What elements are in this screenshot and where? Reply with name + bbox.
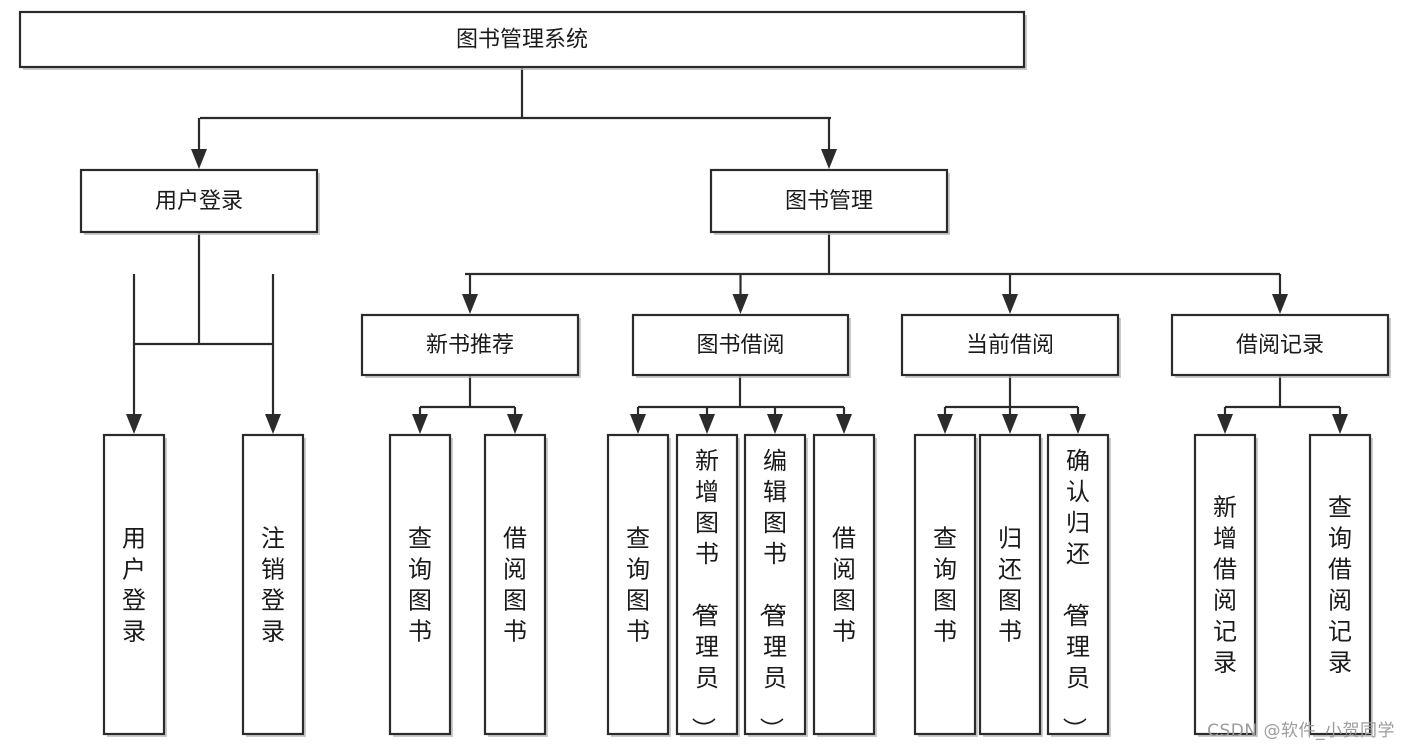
node-label: 查询图书 — [933, 525, 957, 646]
node-l1-user[interactable]: 用户登录 — [79, 168, 320, 235]
edge-l2_borrow-to-leaf_bk_borrow — [836, 407, 852, 434]
node-label: 借阅图书 — [832, 525, 856, 646]
node-label: 图书管理系统 — [456, 28, 588, 53]
node-l2-newbook[interactable]: 新书推荐 — [360, 313, 581, 378]
node-leaf-rec-add[interactable]: 新增借阅记录 — [1193, 433, 1258, 737]
edge-l2_current-to-leaf_cur_return — [1002, 407, 1018, 434]
node-layer: 图书管理系统用户登录图书管理新书推荐图书借阅当前借阅借阅记录用户登录注销登录查询… — [18, 10, 1391, 741]
edge-l2_borrow-to-leaf_bk_query — [630, 407, 646, 434]
node-l2-current[interactable]: 当前借阅 — [900, 313, 1121, 378]
node-leaf-cur-confirm[interactable]: 确认归还（管理员） — [1046, 433, 1111, 741]
edge-l2_borrow-to-leaf_bk_edit — [767, 407, 783, 434]
edge-l1_book-to-l2_newbook — [462, 274, 478, 314]
node-label: 用户登录 — [122, 525, 146, 646]
node-label: 当前借阅 — [966, 333, 1054, 358]
node-l2-borrow[interactable]: 图书借阅 — [631, 313, 851, 378]
node-leaf-user-logout[interactable]: 注销登录 — [241, 433, 306, 737]
edge-l2_record-to-leaf_rec_add — [1217, 407, 1233, 434]
node-leaf-bk-edit[interactable]: 编辑图书（管理员） — [743, 433, 808, 741]
node-label: 新增借阅记录 — [1213, 494, 1237, 677]
node-label: 查询图书 — [408, 525, 432, 646]
edge-l1_user-to-leaf_user_login — [126, 274, 142, 434]
node-label: 新书推荐 — [426, 333, 514, 358]
edge-l2_current-to-leaf_cur_query — [937, 407, 953, 434]
node-label: 用户登录 — [155, 189, 243, 214]
connector-current-bus — [945, 375, 1078, 409]
edge-l2_current-to-leaf_cur_confirm — [1070, 407, 1086, 434]
node-leaf-nb-query[interactable]: 查询图书 — [388, 433, 453, 737]
connector-user-bus — [134, 232, 273, 346]
node-label: 借阅图书 — [503, 525, 527, 646]
node-leaf-rec-query[interactable]: 查询借阅记录 — [1308, 433, 1373, 737]
node-leaf-bk-add[interactable]: 新增图书（管理员） — [675, 433, 740, 741]
edge-l1_book-to-l2_borrow — [732, 274, 749, 314]
edge-l2_borrow-to-leaf_bk_add — [699, 407, 715, 434]
node-l1-book[interactable]: 图书管理 — [709, 168, 950, 235]
node-label: 归还图书 — [998, 525, 1022, 646]
connector-record-bus — [1225, 375, 1340, 409]
edge-root-to-l1_book — [821, 118, 837, 169]
connector-book-bus — [465, 232, 1280, 276]
node-l2-record[interactable]: 借阅记录 — [1170, 313, 1391, 378]
node-label: 借阅记录 — [1236, 333, 1324, 358]
edge-l2_newbook-to-leaf_nb_query — [412, 407, 428, 434]
edge-l1_user-to-leaf_user_logout — [265, 274, 281, 434]
node-leaf-cur-return[interactable]: 归还图书 — [978, 433, 1043, 737]
node-leaf-nb-borrow[interactable]: 借阅图书 — [483, 433, 548, 737]
connector-newbook-bus — [420, 375, 515, 409]
node-label: 编辑图书（管理员） — [757, 447, 787, 741]
connector-borrow-bus — [638, 375, 844, 409]
node-label: 注销登录 — [261, 525, 285, 646]
node-leaf-bk-query[interactable]: 查询图书 — [606, 433, 671, 737]
node-label: 确认归还（管理员） — [1060, 447, 1090, 741]
node-leaf-cur-query[interactable]: 查询图书 — [913, 433, 978, 737]
edge-l2_newbook-to-leaf_nb_borrow — [507, 407, 523, 434]
node-root[interactable]: 图书管理系统 — [18, 10, 1027, 70]
node-label: 新增图书（管理员） — [689, 447, 719, 741]
edge-l2_record-to-leaf_rec_query — [1332, 407, 1348, 434]
connector-root-bus — [200, 67, 831, 120]
csdn-watermark: CSDN @软件_小贺同学 — [1207, 721, 1395, 741]
edge-root-to-l1_user — [191, 118, 207, 169]
node-leaf-bk-borrow[interactable]: 借阅图书 — [812, 433, 877, 737]
node-label: 图书借阅 — [696, 333, 784, 358]
node-label: 查询借阅记录 — [1328, 494, 1352, 677]
node-leaf-user-login[interactable]: 用户登录 — [102, 433, 167, 737]
edge-l1_book-to-l2_current — [1002, 274, 1018, 314]
node-label: 查询图书 — [626, 525, 650, 646]
node-label: 图书管理 — [785, 189, 873, 214]
connector-layer — [126, 67, 1348, 434]
edge-l1_book-to-l2_record — [1272, 274, 1288, 314]
